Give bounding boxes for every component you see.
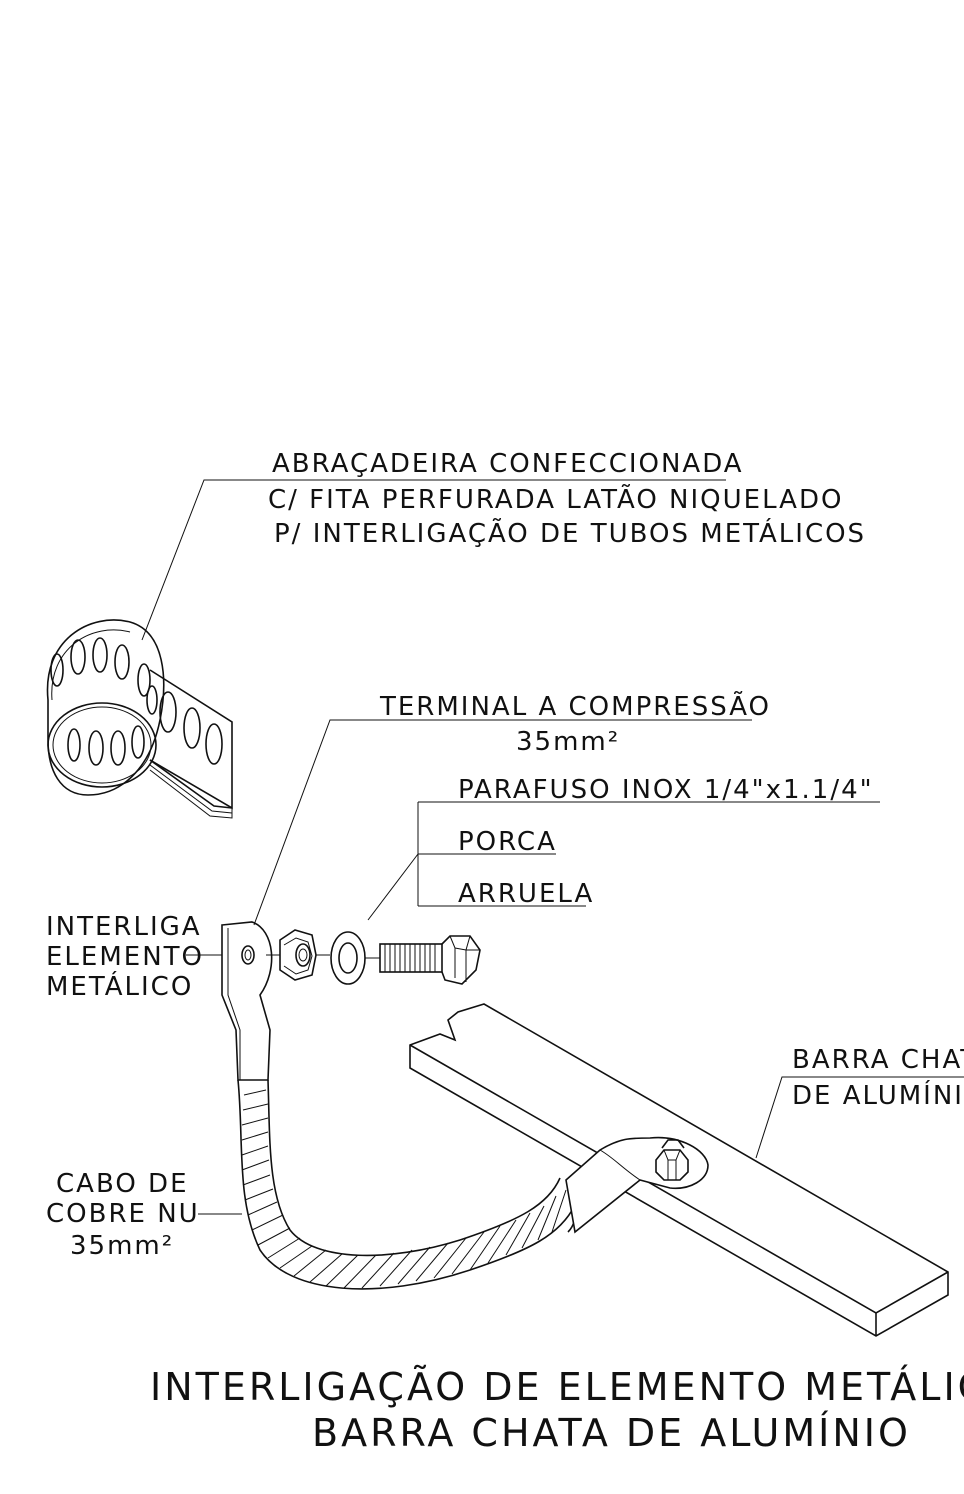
washer-label: ARRUELA <box>458 879 594 909</box>
compression-terminal-lug <box>221 921 273 1081</box>
interlink-label-line1: INTERLIGA <box>46 912 202 942</box>
hex-bolt <box>379 935 481 985</box>
interlink-label-line2: ELEMENTO <box>46 942 204 972</box>
clamp-label-line2: C/ FITA PERFURADA LATÃO NIQUELADO <box>268 483 843 515</box>
bar-label-line1: BARRA CHATA <box>792 1045 964 1075</box>
terminal-leader-line <box>253 719 752 926</box>
washer <box>330 931 366 985</box>
perforated-strap-clamp <box>46 619 233 819</box>
bar-label-line2: DE ALUMÍNIO <box>792 1079 964 1111</box>
terminal-label-line2: 35mm² <box>516 727 620 757</box>
hardware-leader-bracket <box>367 801 880 921</box>
bolt-label: PARAFUSO INOX 1/4"x1.1/4" <box>458 775 874 805</box>
clamp-leader-line <box>141 479 726 641</box>
interlink-label-line3: METÁLICO <box>46 970 193 1002</box>
drawing-title-line2: BARRA CHATA DE ALUMÍNIO <box>312 1411 911 1455</box>
cable-label-line3: 35mm² <box>70 1231 174 1261</box>
bar-leader-line <box>755 1076 964 1159</box>
cable-label-line1: CABO DE <box>56 1169 189 1199</box>
drawing-title-line1: INTERLIGAÇÃO DE ELEMENTO METÁLICO N <box>150 1365 964 1409</box>
nut <box>279 929 317 981</box>
clamp-label-line3: P/ INTERLIGAÇÃO DE TUBOS METÁLICOS <box>274 517 866 549</box>
terminal-on-bar <box>565 1136 709 1234</box>
nut-label: PORCA <box>458 827 557 857</box>
cable-label-line2: COBRE NU <box>46 1199 200 1229</box>
clamp-label-line1: ABRAÇADEIRA CONFECCIONADA <box>272 449 744 479</box>
terminal-label-line1: TERMINAL A COMPRESSÃO <box>379 690 771 722</box>
